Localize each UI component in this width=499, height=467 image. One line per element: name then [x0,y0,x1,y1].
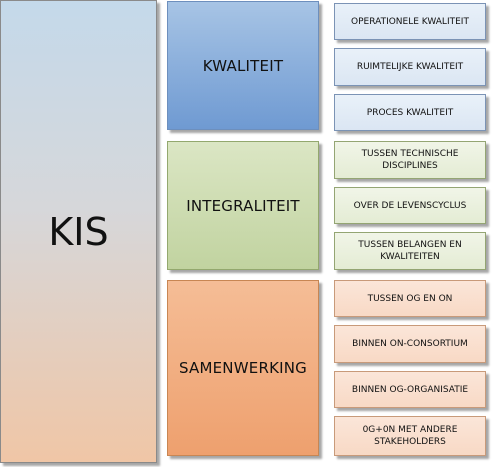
sub-item-og-organisatie: BINNEN OG-ORGANISATIE [334,371,486,408]
sub-item-label: TUSSEN OG EN ON [367,293,453,304]
category-label: KWALITEIT [202,56,284,75]
kis-label: KIS [48,209,109,254]
sub-item-og-en-on: TUSSEN OG EN ON [334,280,486,317]
sub-item-belangen-kwaliteiten: TUSSEN BELANGEN EN KWALITEITEN [334,232,486,270]
category-kwaliteit: KWALITEIT [167,1,319,130]
kis-main-block: KIS [0,0,157,463]
sub-item-label: BINNEN ON-CONSORTIUM [352,339,468,349]
sub-item-label: TUSSEN TECHNISCHE DISCIPLINES [361,149,459,171]
category-label: INTEGRALITEIT [186,196,300,215]
sub-item-on-consortium: BINNEN ON-CONSORTIUM [334,325,486,363]
sub-item-label: 0G+0N MET ANDERE STAKEHOLDERS [362,425,458,447]
sub-item-proces-kwaliteit: PROCES KWALITEIT [334,94,486,131]
category-label: SAMENWERKING [179,359,307,377]
category-samenwerking: SAMENWERKING [167,280,319,456]
sub-item-label: OPERATIONELE KWALITEIT [351,16,469,27]
sub-item-label: BINNEN OG-ORGANISATIE [351,384,469,395]
sub-item-technische-disciplines: TUSSEN TECHNISCHE DISCIPLINES [334,141,486,179]
sub-item-ruimtelijke-kwaliteit: RUIMTELIJKE KWALITEIT [334,48,486,86]
sub-item-label: OVER DE LEVENSCYCLUS [353,200,467,211]
sub-item-label: TUSSEN BELANGEN EN KWALITEITEN [358,240,462,262]
sub-item-andere-stakeholders: 0G+0N MET ANDERE STAKEHOLDERS [334,416,486,456]
sub-item-label: RUIMTELIJKE KWALITEIT [356,62,464,72]
category-integraliteit: INTEGRALITEIT [167,141,319,270]
sub-item-operationele-kwaliteit: OPERATIONELE KWALITEIT [334,3,486,40]
sub-item-label: PROCES KWALITEIT [366,107,454,118]
sub-item-levenscyclus: OVER DE LEVENSCYCLUS [334,187,486,224]
